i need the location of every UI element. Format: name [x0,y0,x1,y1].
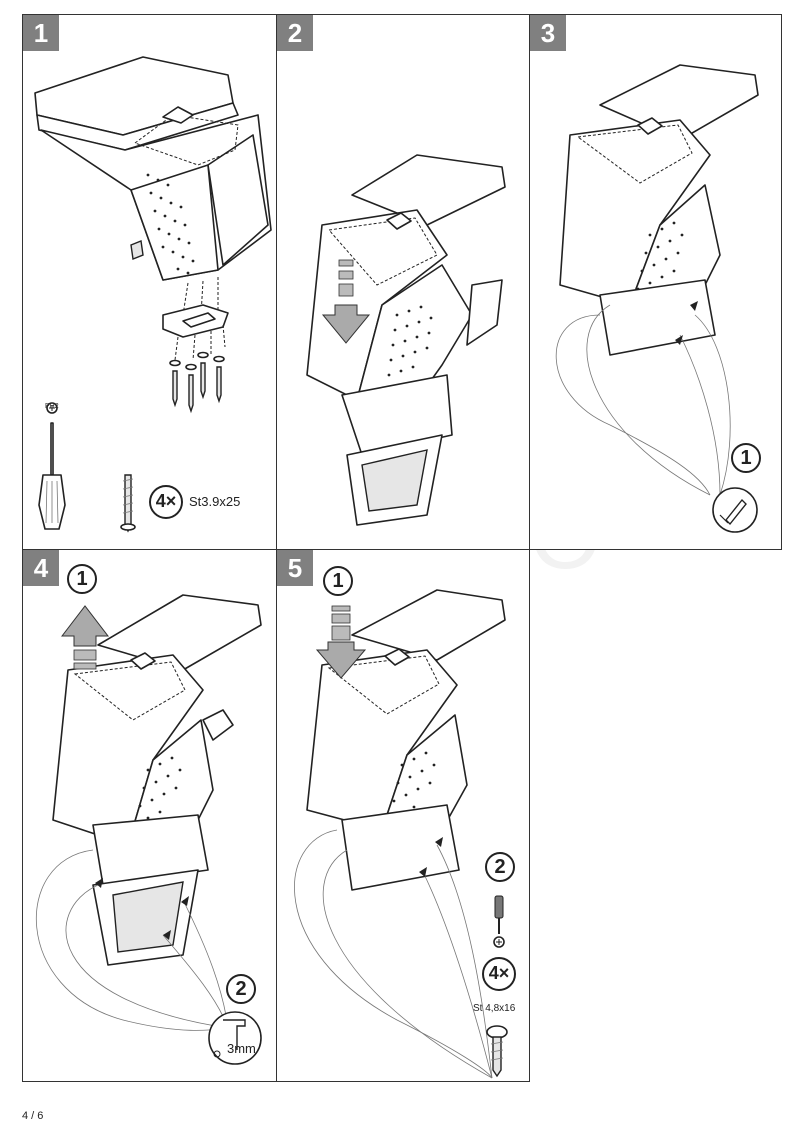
slide-down-arrow-icon [321,259,371,344]
screw-icon [486,1025,508,1078]
mark-pencil-icon [712,487,758,533]
screw-spec-label: St3.9x25 [189,494,241,509]
armrest-lid-slide-illustration [306,154,506,526]
step-number-badge: 5 [277,550,313,586]
sub-step-badge: 1 [323,566,353,596]
panel-step-5: 5 1 2 4× St 4,8x16 [276,549,530,1082]
armrest-drill-holes-illustration [35,594,262,1065]
screw-spec-label: St 4,8x16 [473,1003,516,1014]
step-number-badge: 4 [23,550,59,586]
step-number-badge: 3 [530,15,566,51]
perforation-dots [146,173,195,275]
panel-step-2: 2 [276,14,530,550]
panel-step-1: 1 PH2 4× St3.9x25 [22,14,277,550]
step-number-badge: 2 [277,15,313,51]
screw-icon [172,362,222,414]
armrest-mark-holes-illustration [555,64,759,533]
sub-step-badge: 2 [485,852,515,882]
drill-bit-icon [208,1011,262,1065]
screwdriver-icon [38,422,66,530]
long-screw-icon [120,474,136,533]
bit-icon [494,895,504,934]
sub-step-badge: 2 [226,974,256,1004]
screw-quantity-badge: 4× [482,957,516,991]
push-down-arrow-icon [315,605,367,679]
page-number: 4 / 6 [22,1110,44,1122]
tool-size-label: PH2 [45,403,59,410]
panel-step-3: 3 1 [529,14,782,550]
panel-step-4: 4 1 2 3mm [22,549,277,1082]
screw-quantity-badge: 4× [149,485,183,519]
sub-step-badge: 1 [731,443,761,473]
sub-step-badge: 1 [67,564,97,594]
lift-up-arrow-icon [60,605,110,670]
step-number-badge: 1 [23,15,59,51]
armrest-exploded-illustration [34,56,272,533]
armrest-screw-fasten-illustration [294,589,508,1079]
drill-size-label: 3mm [227,1041,256,1056]
